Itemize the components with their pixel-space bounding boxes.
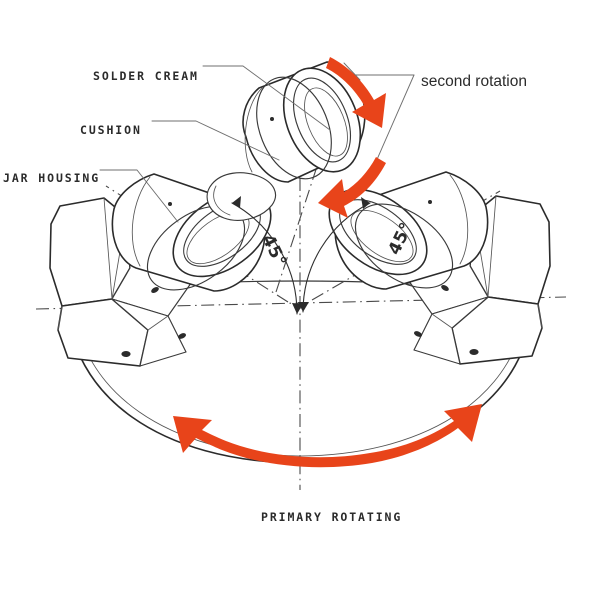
bolt-hole bbox=[441, 284, 449, 292]
label-solder-cream: SOLDER CREAM bbox=[93, 69, 199, 83]
label-second-rotation: second rotation bbox=[421, 73, 527, 90]
bolt-hole bbox=[178, 333, 186, 339]
label-jar-housing: JAR HOUSING bbox=[3, 171, 100, 185]
leader-second-rotation-tick bbox=[343, 62, 361, 81]
bolt-hole bbox=[469, 349, 479, 355]
jar-right bbox=[328, 171, 489, 290]
jar-top-cushion-band bbox=[256, 76, 332, 180]
leader-jar-housing bbox=[99, 169, 179, 223]
jar-left-axis bbox=[105, 185, 289, 303]
label-cushion: CUSHION bbox=[80, 123, 142, 137]
jar-right-axis bbox=[311, 190, 501, 301]
bolt-hole bbox=[414, 331, 422, 337]
label-primary-rotating: PRIMARY ROTATING bbox=[261, 510, 402, 524]
jar-top bbox=[206, 61, 366, 221]
jar-right-cushion-band bbox=[354, 203, 454, 289]
second-rotation-arrow-lower bbox=[318, 157, 386, 218]
leader-solder-cream bbox=[202, 65, 331, 131]
angle-dimensions bbox=[231, 196, 371, 315]
primary-rotating-arrow bbox=[173, 404, 482, 468]
jar-top-rim-inner bbox=[292, 77, 352, 163]
leader-cushion bbox=[151, 120, 280, 161]
jar-top-rim-outer bbox=[282, 67, 362, 173]
second-rotation-arrow-upper bbox=[326, 57, 386, 128]
angle-arc-right bbox=[302, 202, 371, 313]
angle-arc-left bbox=[231, 202, 298, 315]
bolt-hole bbox=[121, 351, 131, 357]
bolt-hole bbox=[151, 286, 159, 294]
